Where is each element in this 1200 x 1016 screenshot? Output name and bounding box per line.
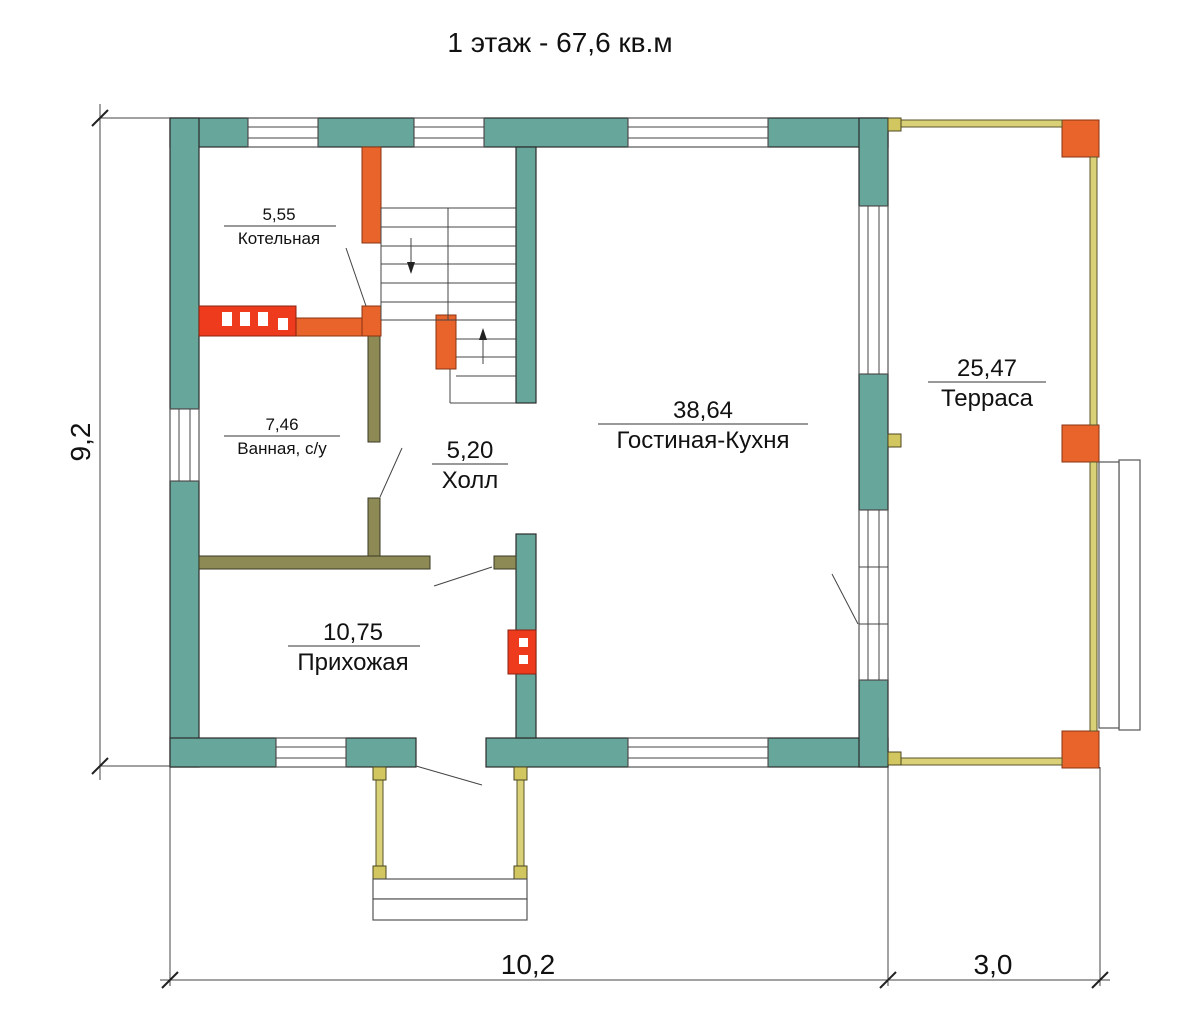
brick-column-stair xyxy=(435,314,457,370)
dimension-width-terrace-label: 3,0 xyxy=(974,949,1013,980)
room-label-terrasa: 25,47 Терраса xyxy=(928,355,1046,412)
room-area: 10,75 xyxy=(323,619,383,646)
porch-step-lower xyxy=(372,898,528,921)
room-label-kotelnaya: 5,55 Котельная xyxy=(224,205,336,248)
room-name: Терраса xyxy=(941,385,1034,412)
window-top-2 xyxy=(413,117,485,148)
chimney-boiler xyxy=(198,305,297,337)
window-top-3 xyxy=(627,117,769,148)
partition-horizontal xyxy=(198,555,431,570)
brick-terrace-top xyxy=(1061,119,1100,158)
room-label-holl: 5,20 Холл xyxy=(432,437,508,494)
porch-step-upper xyxy=(372,878,528,900)
windows xyxy=(169,117,889,768)
window-bottom-2 xyxy=(627,737,769,768)
wall-left-2 xyxy=(169,480,200,768)
room-area: 5,20 xyxy=(447,437,494,464)
outer-walls xyxy=(169,117,889,768)
plan-title: 1 этаж - 67,6 кв.м xyxy=(447,27,672,58)
chimney-hall xyxy=(507,629,537,675)
wall-left-1 xyxy=(169,117,200,410)
wall-top-3 xyxy=(483,117,629,148)
room-name: Холл xyxy=(442,467,499,494)
dimension-horizontal: 10,2 3,0 xyxy=(160,767,1110,989)
wall-right-3 xyxy=(858,679,889,768)
partition-bath-vertical-upper xyxy=(367,335,381,443)
terrace xyxy=(887,117,1141,766)
window-right-2-door xyxy=(858,509,889,681)
terrace-step-inner xyxy=(1098,461,1120,729)
terrace-post-top xyxy=(887,117,902,132)
wall-stair xyxy=(515,146,537,404)
room-label-prihozhaya: 10,75 Прихожая xyxy=(288,619,420,676)
room-area: 7,46 xyxy=(265,415,298,434)
brick-terrace-bottom xyxy=(1061,730,1100,769)
room-area: 5,55 xyxy=(262,205,295,224)
partition-bath-vertical-lower xyxy=(367,497,381,557)
dimension-height-label: 9,2 xyxy=(65,423,96,462)
wall-bottom-1 xyxy=(169,737,277,768)
window-right-1 xyxy=(858,205,889,375)
window-top-1 xyxy=(247,117,319,148)
wall-bottom-3 xyxy=(485,737,629,768)
brickwork xyxy=(198,119,1100,769)
window-left xyxy=(169,408,200,482)
room-label-vannaya: 7,46 Ванная, с/у xyxy=(224,415,340,458)
terrace-step-outer xyxy=(1118,459,1141,731)
room-area: 25,47 xyxy=(957,355,1017,382)
room-name: Ванная, с/у xyxy=(237,439,327,458)
partition-door-stub xyxy=(493,555,517,570)
brick-terrace-mid xyxy=(1061,424,1100,463)
brick-corner xyxy=(361,305,382,337)
brick-wall-boiler xyxy=(295,317,363,337)
brick-column-boiler xyxy=(361,146,382,244)
room-area: 38,64 xyxy=(673,397,733,424)
dimension-width-house-label: 10,2 xyxy=(501,949,556,980)
wall-right-1 xyxy=(858,117,889,207)
entrance-porch xyxy=(372,766,528,921)
room-name: Прихожая xyxy=(297,649,408,676)
terrace-post-mid xyxy=(887,433,902,448)
wall-top-2 xyxy=(317,117,415,148)
room-name: Гостиная-Кухня xyxy=(617,427,790,454)
wall-right-2 xyxy=(858,373,889,511)
terrace-post-bottom xyxy=(887,751,902,766)
window-bottom-1 xyxy=(275,737,347,768)
door-lines xyxy=(345,247,859,786)
room-name: Котельная xyxy=(238,229,320,248)
room-label-gostinaya: 38,64 Гостиная-Кухня xyxy=(598,397,808,454)
wall-bottom-2 xyxy=(345,737,417,768)
dimension-vertical: 9,2 xyxy=(65,104,170,780)
staircase xyxy=(380,207,516,404)
